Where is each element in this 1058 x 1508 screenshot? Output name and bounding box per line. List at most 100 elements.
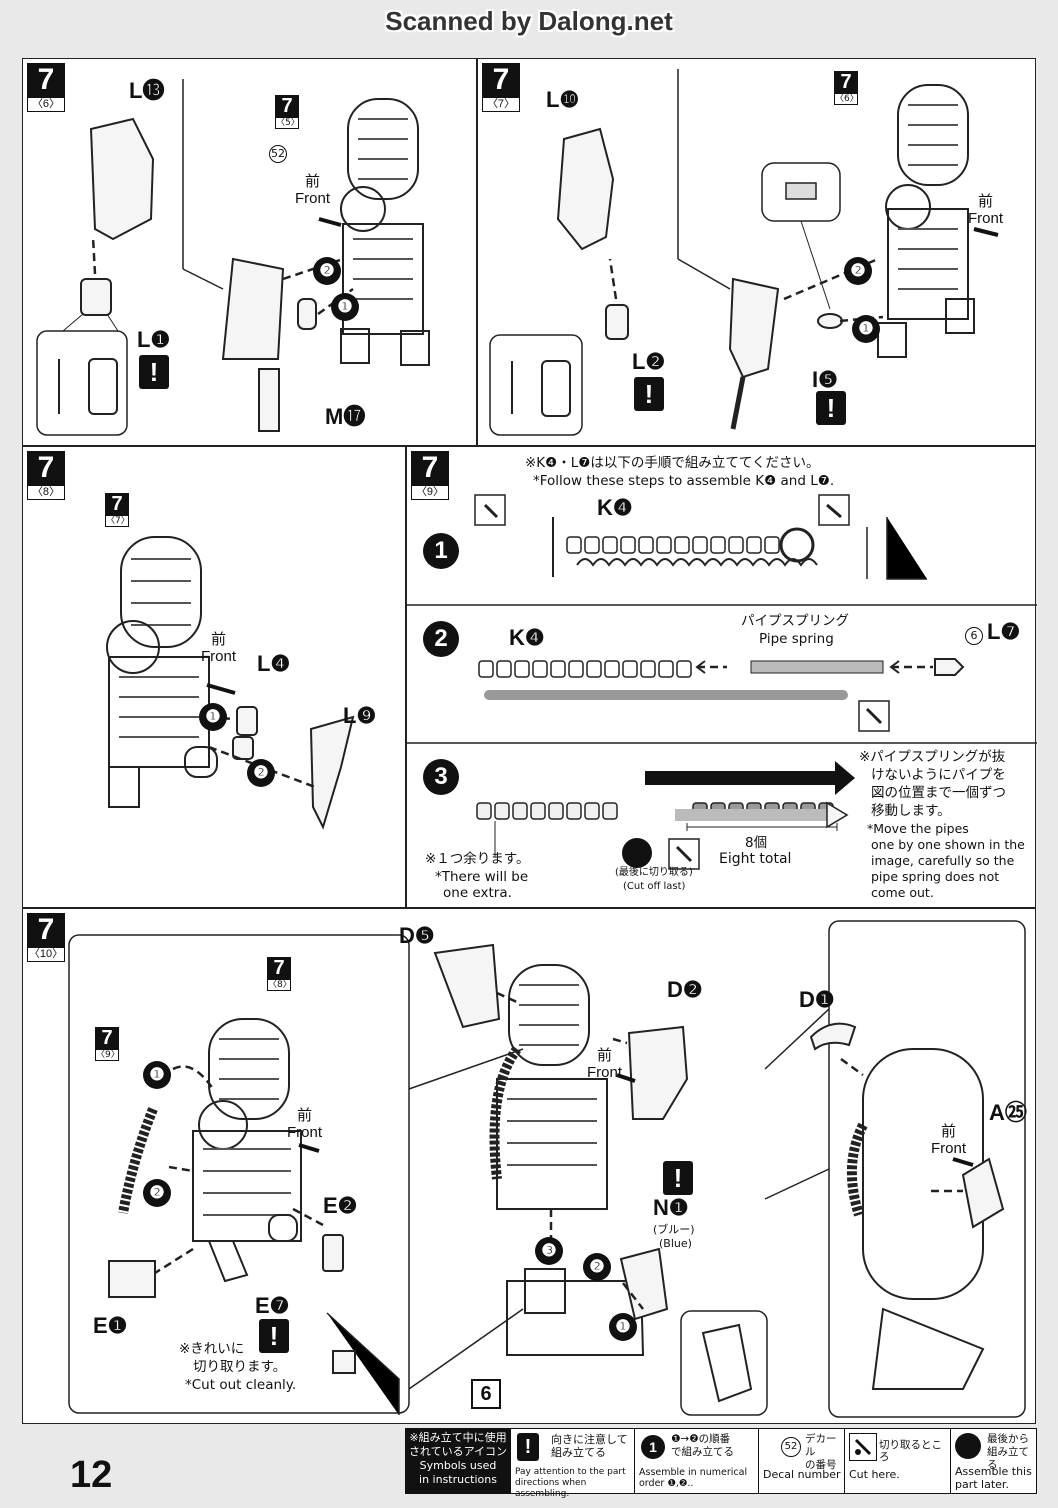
- order-1-b: ❶: [609, 1313, 637, 1341]
- step-number: 7〈10〉: [27, 913, 65, 962]
- pipe-segment: [476, 802, 492, 820]
- legend-caution: ! 向きに注意して組み立てる Pay attention to the part…: [510, 1429, 634, 1499]
- step-number: 7〈6〉: [27, 63, 65, 112]
- caution-icon: !: [634, 377, 664, 411]
- part-label-E1: E❶: [93, 1313, 128, 1338]
- pipe-segment: [710, 536, 726, 554]
- pipe-diagram: [407, 494, 1037, 870]
- pipe-spring-jp: パイプスプリング: [741, 613, 849, 629]
- decal-icon: 52: [781, 1437, 801, 1457]
- count-en: Eight total: [719, 851, 792, 867]
- order-3: ❸: [535, 1237, 563, 1265]
- order-2: ❷: [247, 759, 275, 787]
- part-label-K4-b: K❹: [509, 625, 545, 650]
- part-label-L10: L❿: [546, 87, 580, 112]
- blue-jp: (ブルー): [653, 1223, 695, 1236]
- part-label-E7: E❼: [255, 1293, 290, 1318]
- pipe-segment: [674, 536, 690, 554]
- order-1: ❶: [331, 293, 359, 321]
- substep-3: 3: [423, 759, 459, 795]
- pipe-segment: [496, 660, 512, 678]
- extra-en-1: *There will be: [435, 869, 529, 885]
- order-icon: 1: [641, 1435, 665, 1459]
- order-1: ❶: [199, 703, 227, 731]
- order-1: ❶: [852, 315, 880, 343]
- pipe-segment: [764, 536, 780, 554]
- cut-note-en: *Cut out cleanly.: [185, 1377, 297, 1393]
- cut-note-jp-1: ※きれいに: [179, 1341, 245, 1357]
- cut-note-jp-2: 切り取ります。: [193, 1359, 287, 1375]
- assembly-illustration: [106, 536, 355, 830]
- caution-icon: !: [139, 355, 169, 389]
- legend-cut: 切り取るところ Cut here.: [844, 1429, 950, 1493]
- pipe-spring-en: Pipe spring: [759, 631, 834, 647]
- order-2: ❷: [143, 1179, 171, 1207]
- prev-step-ref: 7〈6〉: [834, 71, 859, 105]
- caution-icon: !: [663, 1161, 693, 1195]
- order-2: ❷: [313, 257, 341, 285]
- move-note-en-1: *Move the pipes: [867, 821, 969, 836]
- move-note-en-4: pipe spring does not: [871, 869, 1000, 884]
- pipe-segment: [622, 660, 638, 678]
- cut-icon: [849, 1433, 877, 1461]
- order-1: ❶: [143, 1061, 171, 1089]
- part-label-E2: E❷: [323, 1193, 358, 1218]
- order-2-b: ❷: [583, 1253, 611, 1281]
- order-2: ❷: [844, 257, 872, 285]
- part-label-M17: M⓱: [325, 404, 366, 429]
- decal-number: 52: [269, 145, 287, 163]
- pipe-segment: [530, 802, 546, 820]
- pipe-segment: [640, 660, 656, 678]
- part-label-L13: L⓭: [129, 78, 165, 103]
- caution-icon: !: [816, 391, 846, 425]
- part-label-L2: L❷: [632, 349, 666, 374]
- move-note-jp-3: 図の位置まで一個ずつ: [871, 785, 1006, 801]
- part-label-K4: K❹: [597, 495, 633, 520]
- base-number: 6: [471, 1379, 501, 1409]
- extra-jp: ※１つ余ります。: [425, 851, 530, 867]
- move-note-jp-4: 移動します。: [871, 803, 951, 819]
- pipe-segment: [584, 536, 600, 554]
- pipe-segment: [514, 660, 530, 678]
- step-number: 7〈9〉: [411, 451, 449, 500]
- pipe-segment: [602, 536, 618, 554]
- part-label-D2: D❷: [667, 977, 703, 1002]
- part-label-A25: A㉕: [989, 1100, 1027, 1125]
- part-label-L7: L❼: [987, 619, 1021, 644]
- intro-jp: ※K❹・L❼は以下の手順で組み立ててください。: [525, 455, 820, 471]
- ref-step-7-8: 7〈8〉: [267, 957, 292, 991]
- step-panel-7-6: 7〈6〉 7〈5〉 L⓭ L❶: [22, 58, 477, 446]
- move-note-jp-1: ※パイプスプリングが抜: [859, 749, 1006, 765]
- pipe-segment: [656, 536, 672, 554]
- step-number: 7〈7〉: [482, 63, 520, 112]
- pipe-segment: [604, 660, 620, 678]
- pipe-segment: [692, 536, 708, 554]
- prev-step-ref: 7〈7〉: [105, 493, 130, 527]
- pipe-segment: [478, 660, 494, 678]
- assemble-later-icon: [955, 1433, 981, 1459]
- move-note-jp-2: けないようにパイプを: [871, 767, 1006, 783]
- pipe-segment: [568, 660, 584, 678]
- part-label-L9: L❾: [343, 703, 377, 728]
- pipe-segment: [566, 802, 582, 820]
- blue-en: (Blue): [659, 1237, 692, 1250]
- substep-1: 1: [423, 533, 459, 569]
- legend-decal: 52 デカールの番号 Decal number: [758, 1429, 844, 1493]
- assembly-illustration: [68, 920, 1026, 1418]
- step-panel-7-9: 7〈9〉 ※K❹・L❼は以下の手順で組み立ててください。 *Follow the…: [406, 446, 1037, 908]
- assembly-illustration: [36, 79, 430, 436]
- pipe-segment: [658, 660, 674, 678]
- pipe-segment: [494, 802, 510, 820]
- pipe-segment: [620, 536, 636, 554]
- extra-en-2: one extra.: [443, 885, 512, 901]
- pipe-segment: [676, 660, 692, 678]
